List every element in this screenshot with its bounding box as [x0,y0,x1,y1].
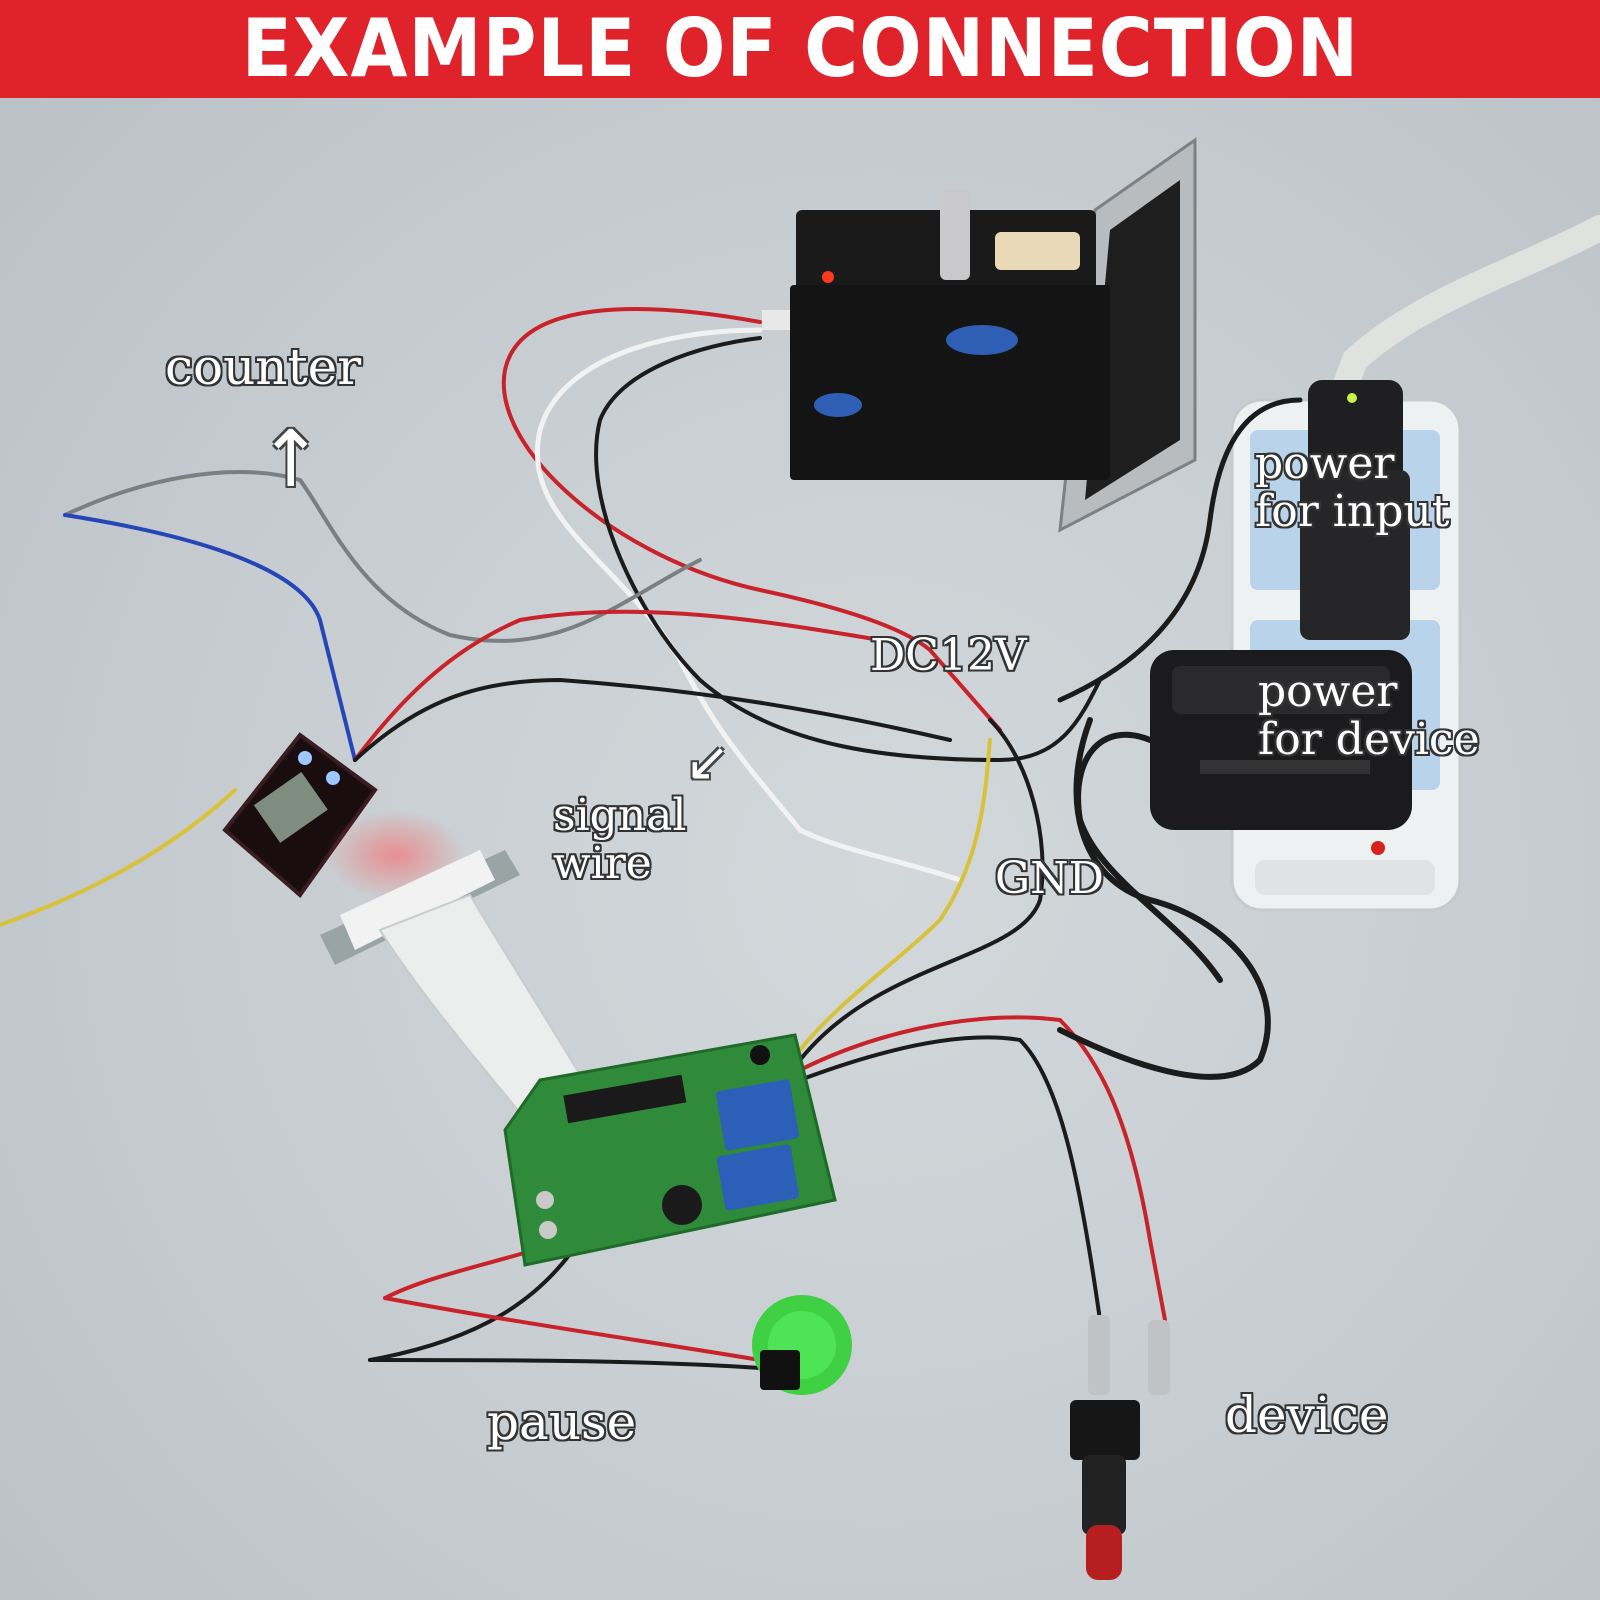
banner-title: EXAMPLE OF CONNECTION [241,2,1359,95]
coin-acceptor [762,137,1197,533]
label-signal-wire: signal wire [553,790,687,890]
down-left-arrow-icon: ↙ [685,730,731,793]
input-adapter [1300,380,1410,640]
wiring-scene [0,137,1600,1580]
control-board [503,1033,837,1267]
title-banner: EXAMPLE OF CONNECTION [0,0,1600,98]
strip-indicator [1371,841,1385,855]
label-gnd: GND [995,853,1104,904]
label-dc12v: DC12V [870,630,1027,681]
pause-button-device [752,1295,852,1395]
up-arrow-icon: ↑ [258,415,324,505]
strip-cable [1327,215,1600,413]
label-device: device [1225,1386,1389,1444]
label-counter: counter [165,338,362,396]
label-power-for-input: power for input [1255,438,1450,538]
device-igniter [1070,1315,1170,1580]
device-adapter [1150,650,1412,830]
label-pause: pause [487,1393,637,1451]
label-power-for-device: power for device [1258,666,1480,766]
